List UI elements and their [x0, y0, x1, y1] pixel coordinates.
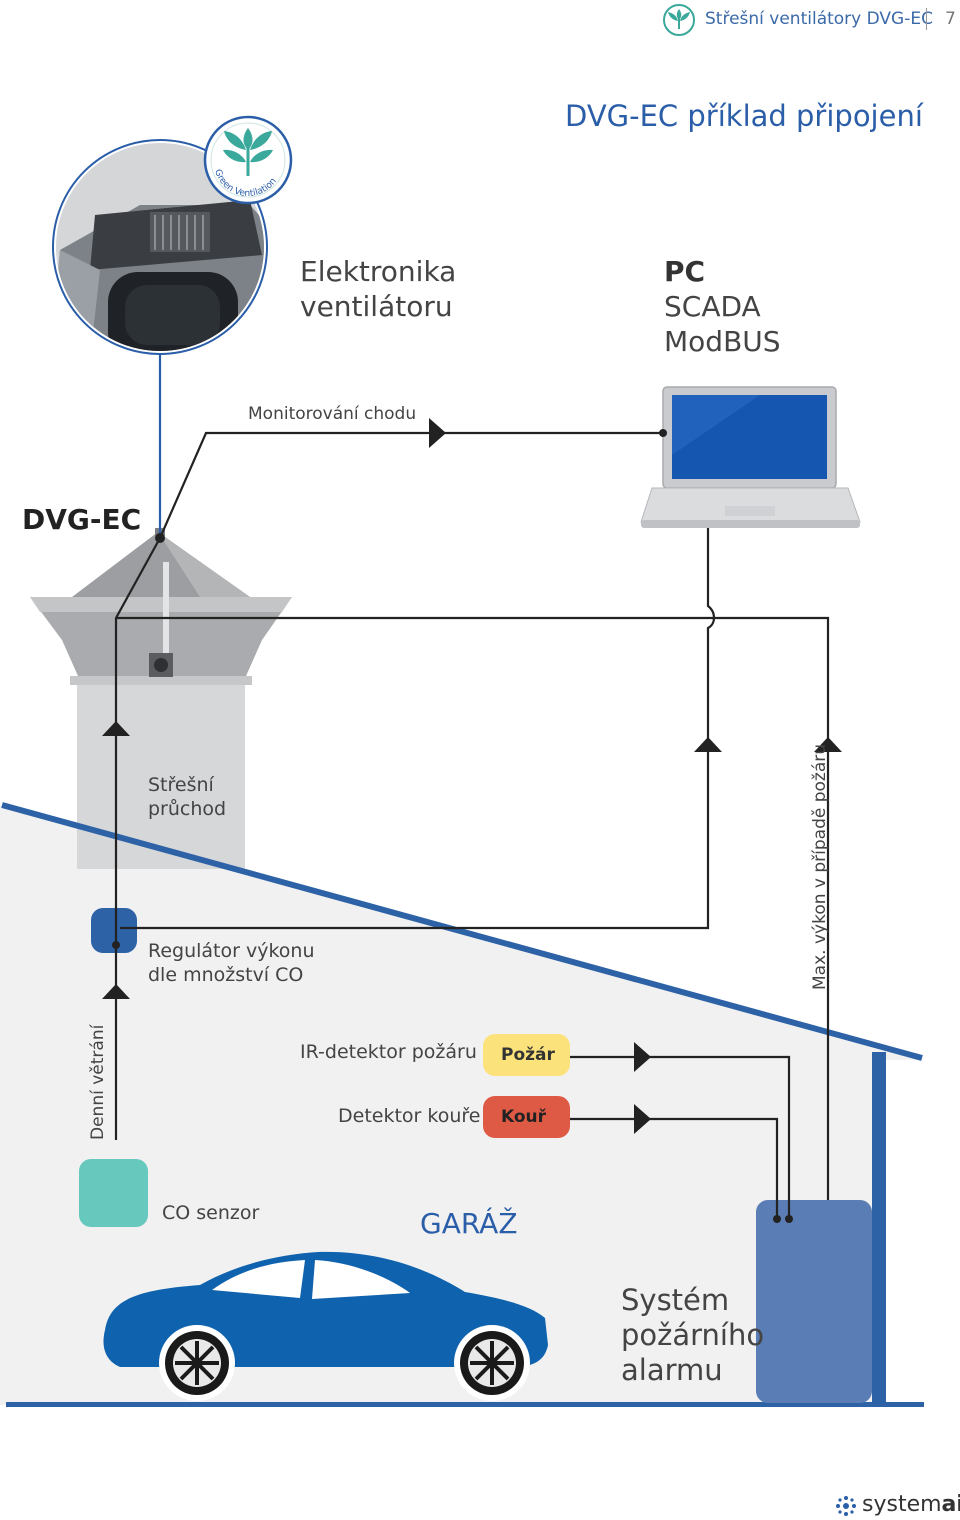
roof-line: [1, 802, 923, 1061]
co-sensor-label: CO senzor: [162, 1202, 260, 1224]
brand-name-bold: air: [941, 1492, 960, 1517]
ir-detector-label: IR-detektor požáru: [300, 1041, 477, 1063]
garage-interior: [0, 805, 922, 1405]
modbus-label: ModBUS: [664, 325, 781, 358]
fan-electronics-photo: [52, 139, 268, 355]
laptop-icon: [640, 386, 861, 528]
co-sensor-device: [79, 1159, 148, 1227]
car-icon: [103, 1251, 549, 1401]
brand-name-regular: system: [862, 1492, 942, 1517]
fan-electronics-label: Elektronika ventilátoru: [300, 255, 457, 323]
fire-badge: Požár: [483, 1034, 570, 1076]
junction-dots: [112, 429, 793, 1223]
page-number: 7: [945, 9, 956, 29]
daily-ventilation-label: Denní větrání: [88, 1024, 108, 1140]
systemair-logo-icon: [836, 1496, 856, 1516]
smoke-detector-label: Detektor kouře: [338, 1105, 481, 1127]
floor-line: [6, 1402, 924, 1407]
roof-passage-label: Střešní průchod: [148, 774, 227, 820]
header-divider: [926, 8, 927, 30]
building-wall: [872, 1052, 886, 1406]
brand-logo: systemair: [862, 1492, 960, 1517]
header-title: Střešní ventilátory DVG-EC: [705, 9, 933, 29]
max-power-label: Max. výkon v případě požáru: [810, 743, 830, 990]
svg-text:Green Ventilation: Green Ventilation: [212, 168, 279, 199]
roof-passage-duct: [77, 683, 245, 869]
green-ventilation-badge: [203, 115, 293, 205]
garage-label: GARÁŽ: [420, 1207, 518, 1240]
smoke-badge: Kouř: [483, 1096, 570, 1138]
fire-alarm-panel: [756, 1200, 872, 1403]
green-ventilation-icon: [663, 4, 695, 36]
page-title: DVG-EC příklad připojení: [565, 99, 923, 133]
regulator-device: [91, 908, 137, 953]
pc-label: PC: [664, 255, 706, 288]
monitoring-label: Monitorování chodu: [248, 404, 417, 424]
arrow-heads: [102, 418, 842, 1134]
badge-text-arc: Green Ventilation: [212, 168, 279, 199]
fire-alarm-system-label: Systém požárního alarmu: [621, 1283, 765, 1387]
roof-fan: [30, 528, 292, 677]
regulator-label: Regulátor výkonu dle množství CO: [148, 940, 315, 986]
badge-text: Green Ventilation: [212, 168, 279, 199]
dvg-ec-label: DVG-EC: [22, 503, 142, 536]
scada-label: SCADA: [664, 290, 761, 323]
